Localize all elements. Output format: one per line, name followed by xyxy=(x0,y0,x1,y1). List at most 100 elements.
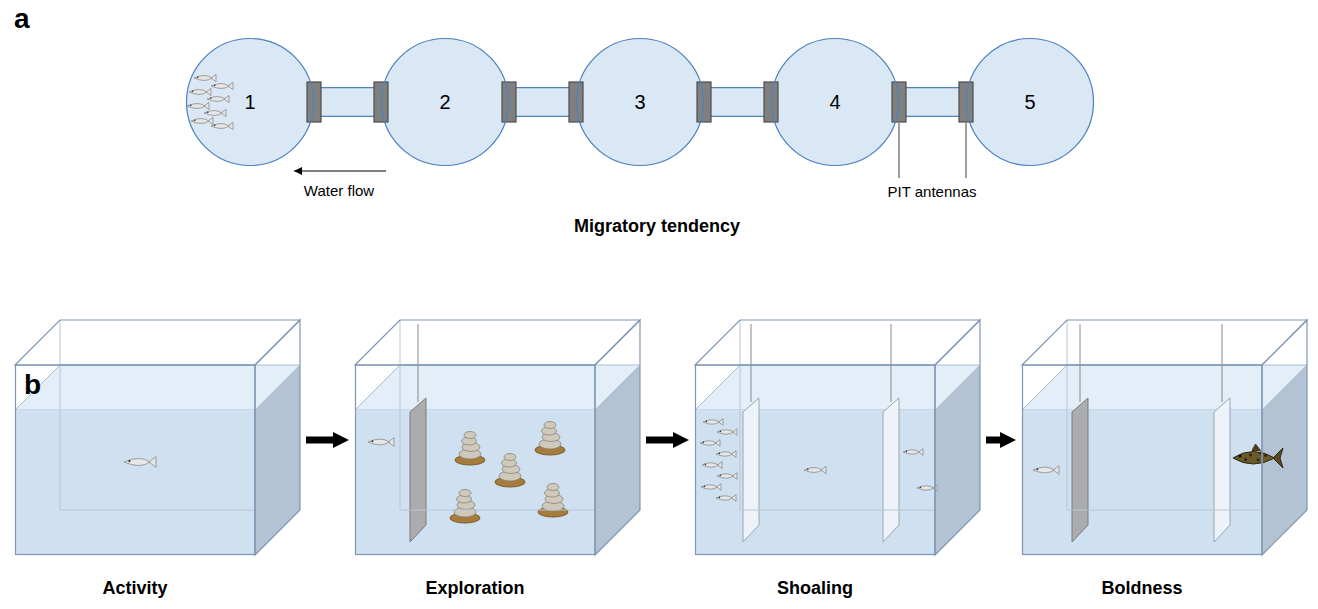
connecting-tube xyxy=(509,102,576,103)
chamber-border xyxy=(967,39,1094,166)
test-label: Shoaling xyxy=(695,577,935,599)
fish-eye xyxy=(190,105,192,107)
tank-side xyxy=(255,320,300,555)
opaque-partition xyxy=(1072,398,1088,542)
tank-front xyxy=(1023,365,1263,555)
fish-eye xyxy=(210,98,212,100)
fish-body xyxy=(207,97,225,102)
tube-wall xyxy=(314,87,381,117)
rock-stack xyxy=(450,490,480,524)
chamber-fill xyxy=(576,38,704,166)
tank-top xyxy=(695,320,980,365)
leader-line xyxy=(899,123,900,178)
fish-eye xyxy=(704,486,706,488)
tank-outline xyxy=(15,320,300,555)
fish-body xyxy=(716,452,732,456)
label-box: b xyxy=(24,368,41,402)
fish-icon xyxy=(191,117,213,124)
water-surface xyxy=(355,365,640,410)
arrow-shaft xyxy=(646,437,673,444)
tank-side xyxy=(935,320,980,555)
tank-side xyxy=(595,320,640,555)
fish-eye xyxy=(719,497,721,499)
test-label: Exploration xyxy=(355,577,595,599)
fish-icon xyxy=(187,102,209,109)
fish-body xyxy=(716,496,732,500)
fish-body xyxy=(701,485,717,489)
tank-outline xyxy=(695,320,980,555)
fish-body xyxy=(189,90,207,95)
tube-wall xyxy=(899,87,966,117)
chamber-fill xyxy=(381,38,509,166)
fish-icon xyxy=(211,82,233,89)
fish-eye xyxy=(371,440,373,442)
tank-node: Exploration xyxy=(355,320,640,608)
predator-fin xyxy=(1252,444,1261,451)
fish-icon xyxy=(211,122,233,129)
fish-body xyxy=(187,104,205,109)
connecting-tube xyxy=(704,102,771,103)
rock-stone xyxy=(544,422,556,429)
tank-node: Activity xyxy=(15,320,300,608)
chamber-fill xyxy=(966,38,1094,166)
tank-outline xyxy=(1022,320,1307,555)
fish-icon xyxy=(701,484,721,491)
fish-icon xyxy=(124,457,156,468)
fish-icon xyxy=(204,109,226,116)
chamber-border xyxy=(772,39,899,166)
chamber-node: 2 xyxy=(381,38,509,166)
rock-stack xyxy=(538,484,568,518)
sequence-arrow xyxy=(646,440,673,441)
fish-body xyxy=(717,474,733,478)
tank-back-edge xyxy=(1067,320,1068,510)
predator-body xyxy=(1233,452,1275,465)
partition-string xyxy=(418,324,419,402)
fish-icon xyxy=(703,419,723,426)
tank-front xyxy=(696,365,936,555)
water-front xyxy=(15,410,255,555)
chamber-number: 1 xyxy=(244,90,255,114)
fish-eye xyxy=(207,112,209,114)
fish-body xyxy=(124,458,150,465)
tank-top xyxy=(15,320,300,365)
fish-eye xyxy=(720,475,722,477)
fish-eye xyxy=(720,431,722,433)
partition-string xyxy=(1222,324,1223,402)
fish-icon xyxy=(189,88,211,95)
chamber-border xyxy=(382,39,509,166)
fish-body xyxy=(717,430,733,434)
opaque-partition xyxy=(410,398,426,542)
fish-icon xyxy=(903,449,923,456)
fish-body xyxy=(211,84,229,89)
connecting-tube xyxy=(899,102,966,103)
predator-spot xyxy=(1249,454,1252,457)
panel-caption: Migratory tendency xyxy=(574,215,740,237)
fish-icon xyxy=(194,74,216,81)
fish-body xyxy=(1033,467,1054,473)
chamber-number: 3 xyxy=(634,90,645,114)
tank-top xyxy=(355,320,640,365)
panel-letter: b xyxy=(24,368,41,402)
rock-stack xyxy=(535,422,565,456)
predator-fish xyxy=(1233,444,1283,468)
fish-body xyxy=(194,76,212,81)
fish-eye xyxy=(703,442,705,444)
connecting-tube xyxy=(314,102,381,103)
rock-stone xyxy=(547,484,559,491)
tank-water xyxy=(355,365,640,555)
fish-eye xyxy=(705,464,707,466)
label-box: a xyxy=(14,2,30,36)
label-box: PIT antennas xyxy=(888,183,977,201)
flow-label: Water flow xyxy=(304,182,374,200)
chamber-fill xyxy=(771,38,899,166)
fish-body xyxy=(368,439,389,445)
fish-icon xyxy=(716,451,736,458)
tank-back-edge xyxy=(740,320,741,510)
fish-eye xyxy=(192,91,194,93)
water-surface xyxy=(15,365,300,410)
rock-stone xyxy=(459,490,471,497)
tank-outline xyxy=(355,320,640,555)
